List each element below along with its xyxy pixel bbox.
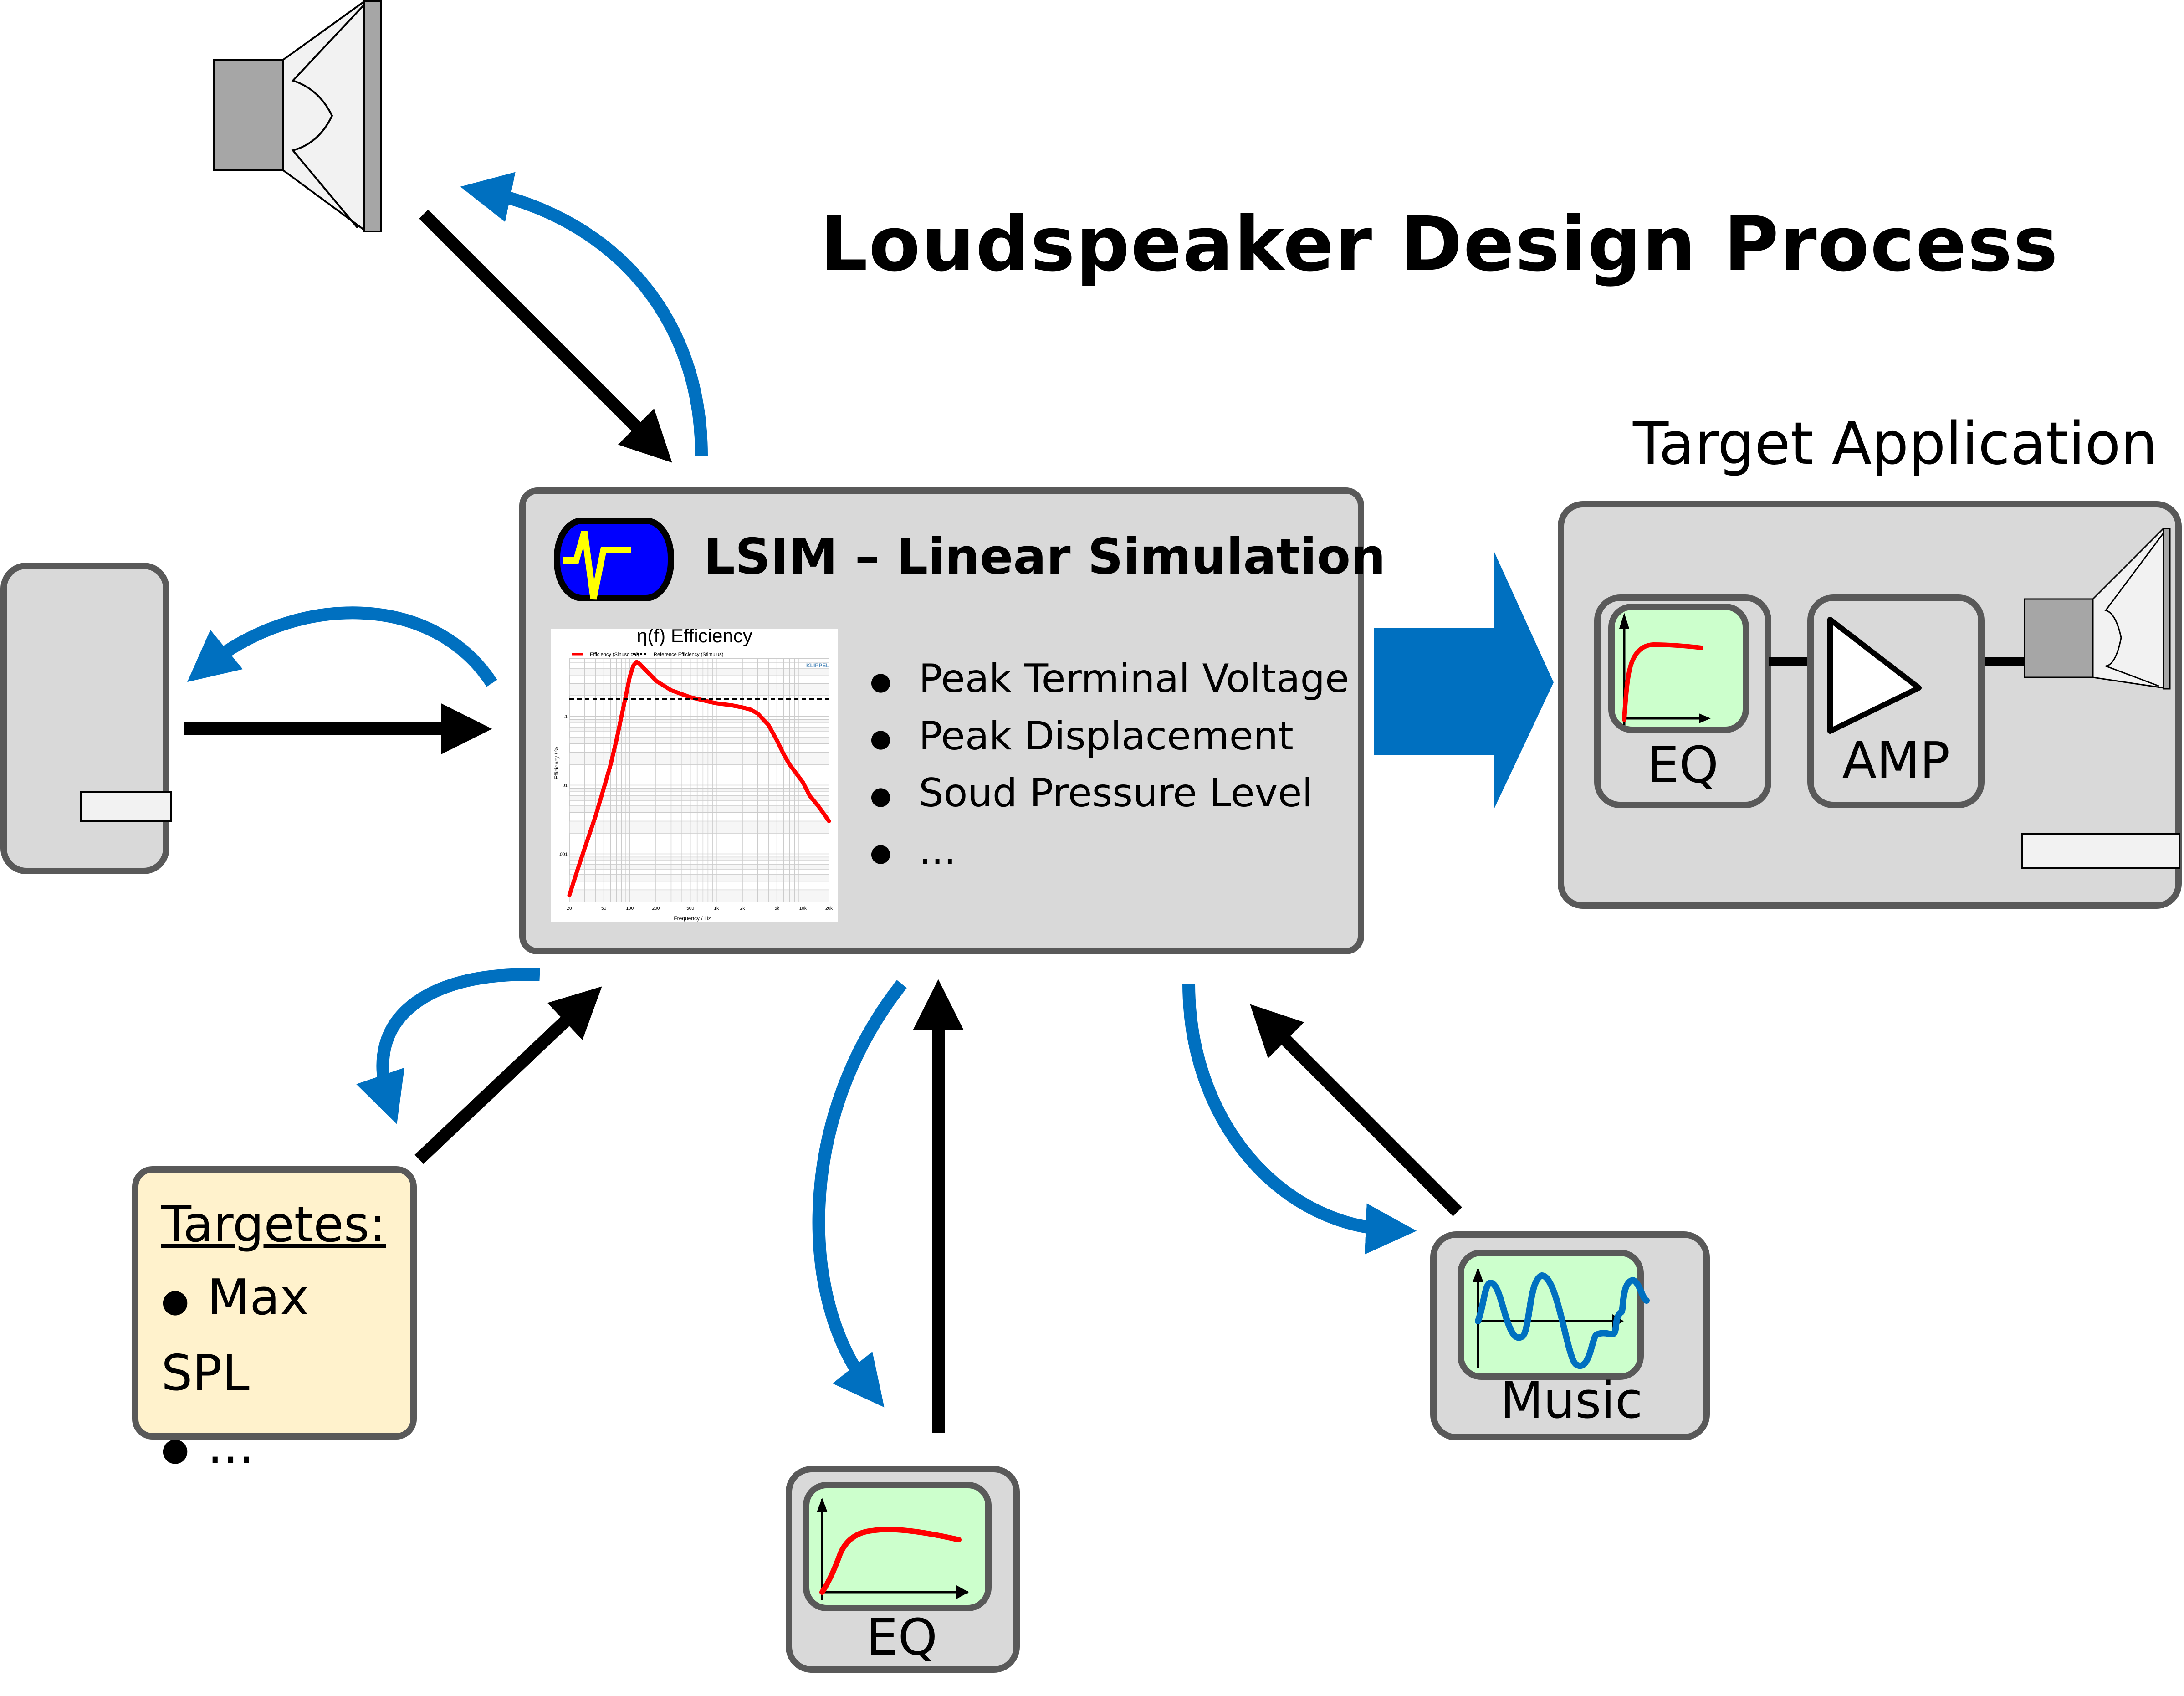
list-item: ... xyxy=(870,823,1349,881)
x-tick-label: 50 xyxy=(601,906,607,911)
enclosure-cabinet-icon xyxy=(0,563,172,874)
arrow-lsim-to-cabinet xyxy=(187,606,497,687)
x-tick-label: 200 xyxy=(652,906,660,911)
music-block xyxy=(1430,1231,1710,1440)
lsim-results-list: Peak Terminal Voltage Peak Displacement … xyxy=(870,651,1349,880)
arrow-targets-to-lsim xyxy=(414,986,602,1164)
list-item: ... xyxy=(161,1410,410,1486)
target-label-placeholder xyxy=(2021,833,2180,869)
list-item: Peak Displacement xyxy=(870,709,1349,766)
list-item: Soud Pressure Level xyxy=(870,766,1349,823)
grid-band xyxy=(569,737,829,744)
targets-heading: Targetes: xyxy=(161,1196,386,1253)
target-eq-label: EQ xyxy=(1647,736,1719,794)
chart-watermark: KLIPPEL xyxy=(806,662,829,669)
arrow-speaker-to-lsim xyxy=(419,210,672,463)
efficiency-chart: η(f) Efficiency Efficiency (Sinusoidal) R… xyxy=(551,629,838,922)
x-tick-label: 100 xyxy=(626,906,634,911)
grid-band xyxy=(569,683,829,696)
target-eq-block-graphic xyxy=(1594,594,1771,808)
amplifier-triangle-icon xyxy=(1827,617,1922,734)
x-tick-label: 20k xyxy=(825,906,833,911)
grid-band xyxy=(569,805,829,813)
x-tick-label: 2k xyxy=(740,906,746,911)
legend-label-efficiency: Efficiency (Sinusoidal) xyxy=(590,652,639,657)
grid-band xyxy=(569,874,829,881)
grid-band xyxy=(569,668,829,675)
x-axis-label: Frequency / Hz xyxy=(674,915,711,922)
arrow-lsim-to-speaker xyxy=(460,172,708,456)
grid-band xyxy=(569,864,829,869)
grid-band xyxy=(569,890,829,902)
y-tick-label: .01 xyxy=(561,784,568,789)
page-title: Loudspeaker Design Process xyxy=(820,200,2059,288)
x-tick-label: 10k xyxy=(799,906,807,911)
arrow-lsim-to-targets xyxy=(356,968,540,1124)
legend-label-reference: Reference Efficiency (Stimulus) xyxy=(654,652,723,657)
eq-block xyxy=(786,1466,1020,1673)
eq-label: EQ xyxy=(866,1608,938,1666)
arrow-lsim-to-eq xyxy=(812,980,907,1408)
lsim-title: LSIM – Linear Simulation xyxy=(704,528,1386,585)
connector-eq-amp xyxy=(1769,657,1810,666)
list-item: Max SPL xyxy=(161,1261,410,1410)
targets-panel: Targetes: Max SPL ... xyxy=(132,1166,417,1475)
x-tick-label: 500 xyxy=(686,906,694,911)
target-application-title: Target Application xyxy=(1633,410,2158,478)
x-tick-label: 5k xyxy=(774,906,780,911)
y-axis-label: Efficiency / % xyxy=(553,747,560,779)
arrow-lsim-to-music xyxy=(1182,984,1417,1255)
target-speaker-icon xyxy=(2024,527,2171,690)
amp-label: AMP xyxy=(1842,731,1950,789)
grid-band xyxy=(569,857,829,861)
grid-band xyxy=(569,788,829,792)
x-tick-label: 1k xyxy=(714,906,720,911)
x-tick-label: 20 xyxy=(567,906,572,911)
grid-band xyxy=(569,727,829,732)
music-waveform-icon xyxy=(1475,1272,1650,1369)
chart-title: η(f) Efficiency xyxy=(637,629,752,646)
y-tick-label: .001 xyxy=(559,852,568,857)
big-right-arrow-icon xyxy=(1374,551,1554,809)
chart-legend: Efficiency (Sinusoidal) Reference Efficie… xyxy=(572,652,723,657)
grid-band xyxy=(569,719,829,723)
grid-band xyxy=(569,821,829,834)
oscilloscope-pulse-icon xyxy=(554,518,674,601)
driver-speaker-icon xyxy=(213,0,382,232)
grid-band xyxy=(569,795,829,801)
y-tick-label: .1 xyxy=(564,715,568,720)
series-efficiency-sinusoidal xyxy=(567,660,831,897)
arrow-music-to-lsim xyxy=(1250,1004,1462,1216)
connector-amp-speaker xyxy=(1985,657,2025,666)
list-item: Peak Terminal Voltage xyxy=(870,651,1349,709)
music-label: Music xyxy=(1500,1371,1643,1430)
amplifier-block xyxy=(1807,594,1985,808)
